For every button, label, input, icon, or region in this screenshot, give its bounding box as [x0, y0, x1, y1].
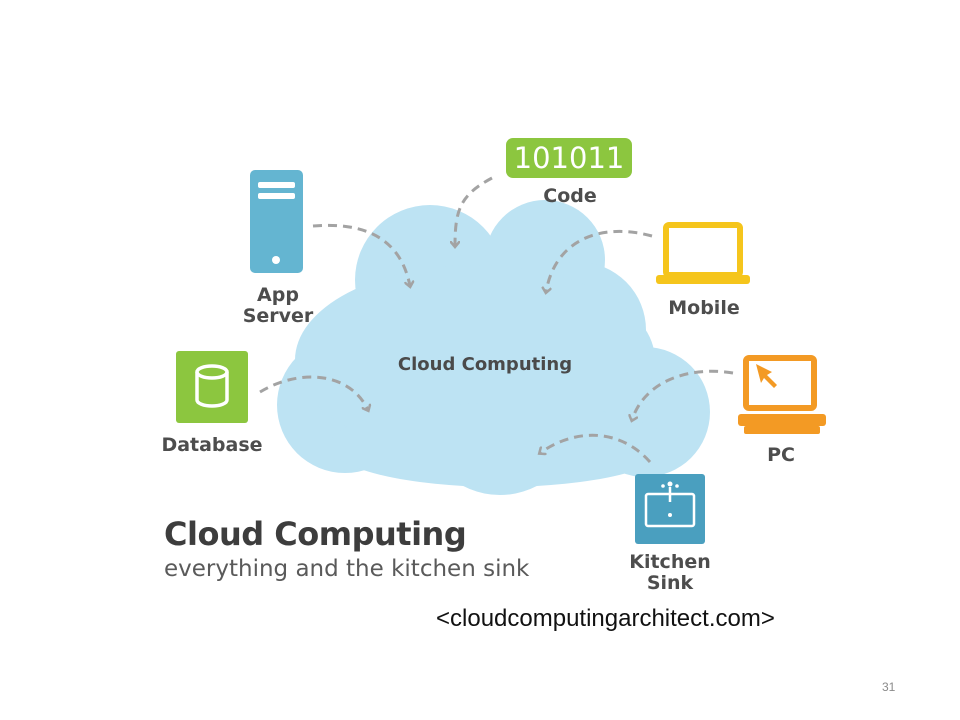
database-label: Database — [161, 434, 263, 456]
page-title: Cloud Computing — [164, 515, 467, 553]
arrow-mobile — [546, 229, 653, 292]
arrow-pc — [632, 369, 734, 420]
code-badge: 101011 — [506, 138, 632, 178]
laptop-icon — [656, 222, 750, 284]
app-server-label: App Server — [242, 284, 314, 327]
page-number: 31 — [882, 680, 896, 694]
code-label: Code — [543, 185, 597, 207]
connection-arrows — [259, 176, 734, 463]
source-citation: <cloudcomputingarchitect.com> — [436, 605, 775, 632]
database-icon — [176, 351, 248, 423]
page-subtitle: everything and the kitchen sink — [164, 556, 530, 582]
arrow-database — [259, 375, 368, 410]
arrow-app-server — [312, 223, 410, 286]
pc-icon — [738, 355, 826, 434]
cloud-shape — [277, 200, 710, 495]
pc-label: PC — [767, 444, 795, 466]
kitchen-sink-icon — [635, 474, 705, 544]
mobile-label: Mobile — [668, 297, 740, 319]
cloud-center-label: Cloud Computing — [397, 354, 573, 375]
arrow-kitchen-sink — [540, 433, 652, 463]
app-server-icon — [250, 170, 303, 273]
kitchen-sink-label: Kitchen Sink — [629, 551, 711, 594]
